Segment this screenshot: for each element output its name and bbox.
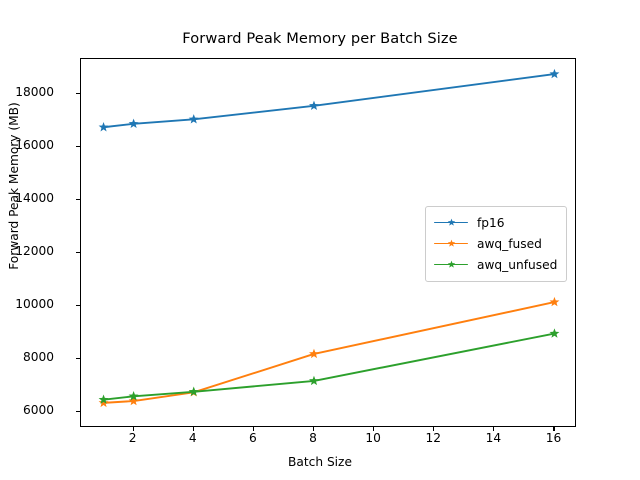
x-tick-label: 8 (309, 431, 317, 445)
y-tick-label: 16000 (15, 138, 54, 153)
data-point-marker (128, 395, 139, 406)
data-point-marker (128, 118, 139, 129)
data-point-marker (549, 328, 560, 338)
x-tick-mark (132, 427, 134, 431)
y-tick-mark (76, 251, 80, 253)
data-point-marker (549, 296, 560, 307)
y-tick-label: 18000 (15, 85, 54, 100)
y-tick-mark (76, 198, 80, 201)
data-point-marker (309, 375, 319, 386)
legend-swatch-icon (434, 237, 468, 251)
y-tick-mark (76, 93, 80, 95)
x-tick-label: 4 (188, 431, 197, 445)
data-point-marker (309, 348, 319, 359)
x-tick-label: 10 (365, 431, 381, 445)
legend-item-awq_unfused[interactable]: awq_unfused (434, 254, 557, 275)
series-awq_unfused (98, 328, 560, 404)
data-point-marker (98, 397, 109, 408)
y-tick-mark (76, 410, 80, 412)
data-point-marker (128, 391, 139, 401)
x-tick-mark (553, 427, 555, 431)
legend-label: awq_unfused (477, 257, 558, 272)
series-fp16 (98, 68, 560, 132)
y-tick-mark (76, 304, 80, 306)
x-tick-mark (493, 427, 495, 431)
legend-item-fp16[interactable]: fp16 (434, 212, 557, 233)
y-tick-mark (76, 357, 80, 359)
legend-label: fp16 (477, 215, 505, 230)
y-tick-label: 8000 (22, 349, 54, 364)
y-tick-label: 6000 (22, 402, 54, 417)
legend-swatch-icon (434, 258, 468, 272)
data-point-marker (188, 386, 199, 396)
x-axis-label: Batch Size (288, 455, 352, 469)
plot-lines (98, 68, 560, 408)
x-tick-mark (192, 427, 194, 431)
data-point-marker (98, 122, 109, 132)
x-tick-mark (252, 427, 254, 431)
x-tick-label: 6 (248, 431, 257, 445)
series-line (102, 73, 556, 129)
series-line (102, 332, 556, 401)
data-point-marker (188, 114, 199, 124)
y-tick-label: 10000 (15, 296, 54, 311)
legend-item-awq_fused[interactable]: awq_fused (434, 233, 557, 254)
y-tick-label: 12000 (15, 243, 54, 258)
legend-swatch-icon (434, 216, 468, 230)
data-point-marker (309, 100, 319, 111)
y-tick-mark (76, 146, 80, 148)
series-awq_fused (98, 296, 560, 408)
legend: fp16 awq_fused awq_unfused (425, 206, 568, 282)
legend-label: awq_fused (477, 236, 542, 251)
chart-title: Forward Peak Memory per Batch Size (182, 30, 458, 47)
x-tick-label: 12 (425, 431, 441, 445)
x-tick-label: 16 (545, 431, 562, 445)
y-tick-label: 14000 (15, 190, 54, 205)
data-point-marker (549, 68, 560, 79)
x-tick-label: 14 (485, 431, 502, 445)
x-tick-mark (373, 427, 375, 431)
data-point-marker (98, 394, 109, 404)
series-line (102, 301, 556, 404)
x-tick-mark (312, 427, 315, 431)
x-tick-label: 2 (128, 431, 137, 445)
x-tick-mark (433, 427, 435, 431)
